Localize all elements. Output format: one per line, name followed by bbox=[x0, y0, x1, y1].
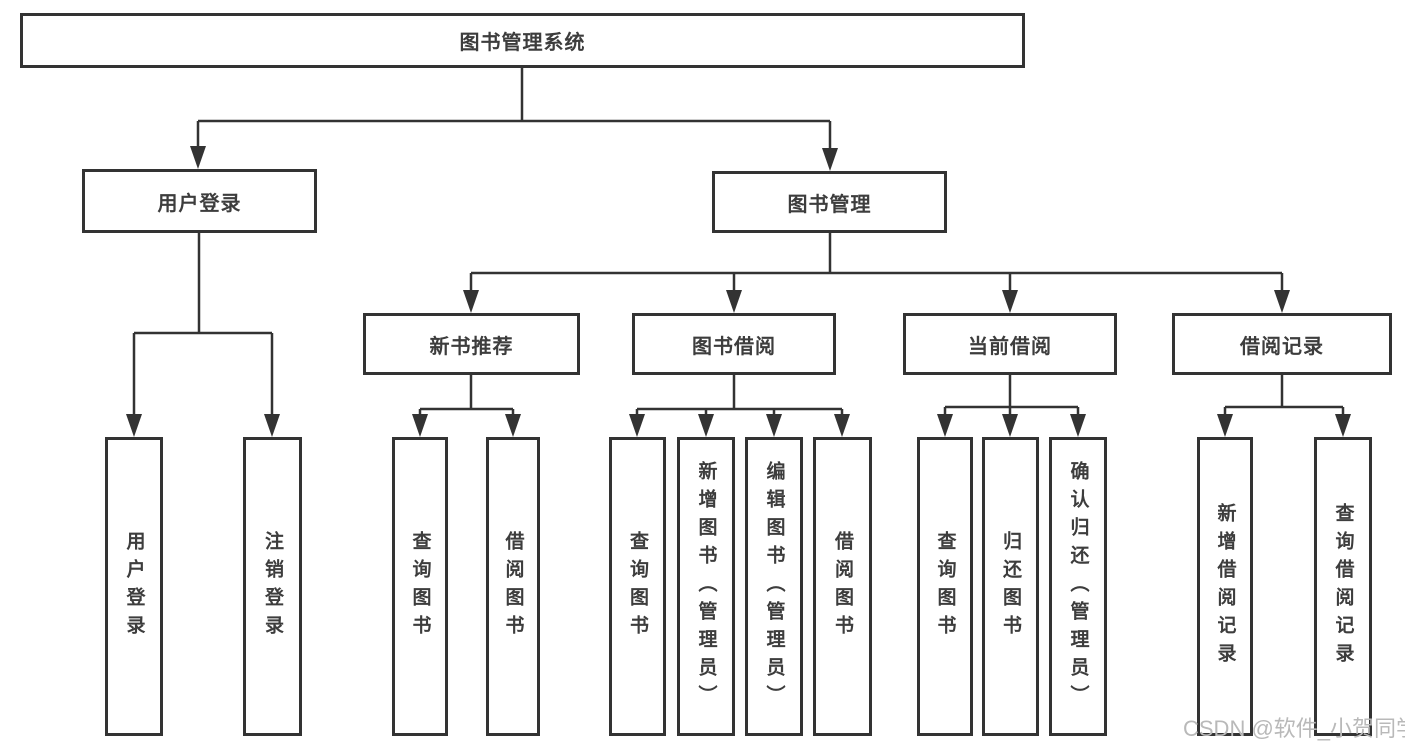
arrowheads-book-mgmt-to-level3 bbox=[463, 290, 1290, 313]
node-borrowing-records: 借阅记录 bbox=[1172, 313, 1392, 375]
node-leaf-query-borrow-record: 查询借阅记录 bbox=[1314, 437, 1372, 736]
node-book-borrowing: 图书借阅 bbox=[632, 313, 836, 375]
connector-root-to-level2 bbox=[196, 68, 832, 162]
connector-book-borrow-children bbox=[635, 375, 844, 430]
arrowheads-current-borrow-children bbox=[937, 414, 1086, 437]
node-book-management: 图书管理 bbox=[712, 171, 947, 233]
arrowheads-borrow-records-children bbox=[1217, 414, 1351, 437]
connector-user-login-children bbox=[132, 233, 274, 430]
node-leaf-query-books-1: 查询图书 bbox=[392, 437, 448, 736]
node-leaf-borrow-books-2: 借阅图书 bbox=[813, 437, 872, 736]
node-user-login: 用户登录 bbox=[82, 169, 317, 233]
node-leaf-borrow-books-1: 借阅图书 bbox=[486, 437, 540, 736]
connector-new-book-children bbox=[418, 375, 515, 430]
arrowheads-user-login-children bbox=[126, 414, 280, 437]
node-leaf-edit-book-admin: 编辑图书（管理员） bbox=[745, 437, 803, 736]
node-new-book-recommend: 新书推荐 bbox=[363, 313, 580, 375]
node-leaf-logout: 注销登录 bbox=[243, 437, 302, 736]
node-leaf-add-borrow-record: 新增借阅记录 bbox=[1197, 437, 1253, 736]
arrowheads-root-to-level2 bbox=[190, 146, 838, 171]
connector-borrow-records-children bbox=[1223, 375, 1345, 430]
node-leaf-query-books-2: 查询图书 bbox=[609, 437, 666, 736]
arrowheads-new-book-children bbox=[412, 414, 521, 437]
node-leaf-query-books-3: 查询图书 bbox=[917, 437, 973, 736]
connector-book-mgmt-to-level3 bbox=[469, 233, 1284, 305]
csdn-watermark: CSDN @软件_小贺同学 bbox=[1183, 716, 1405, 741]
node-current-borrowing: 当前借阅 bbox=[903, 313, 1117, 375]
arrowheads-book-borrow-children bbox=[629, 414, 850, 437]
node-leaf-add-book-admin: 新增图书（管理员） bbox=[677, 437, 735, 736]
node-leaf-confirm-return-admin: 确认归还（管理员） bbox=[1049, 437, 1107, 736]
node-leaf-return-book: 归还图书 bbox=[982, 437, 1039, 736]
node-leaf-user-login: 用户登录 bbox=[105, 437, 163, 736]
node-root-system: 图书管理系统 bbox=[20, 13, 1025, 68]
connector-current-borrow-children bbox=[943, 375, 1080, 430]
